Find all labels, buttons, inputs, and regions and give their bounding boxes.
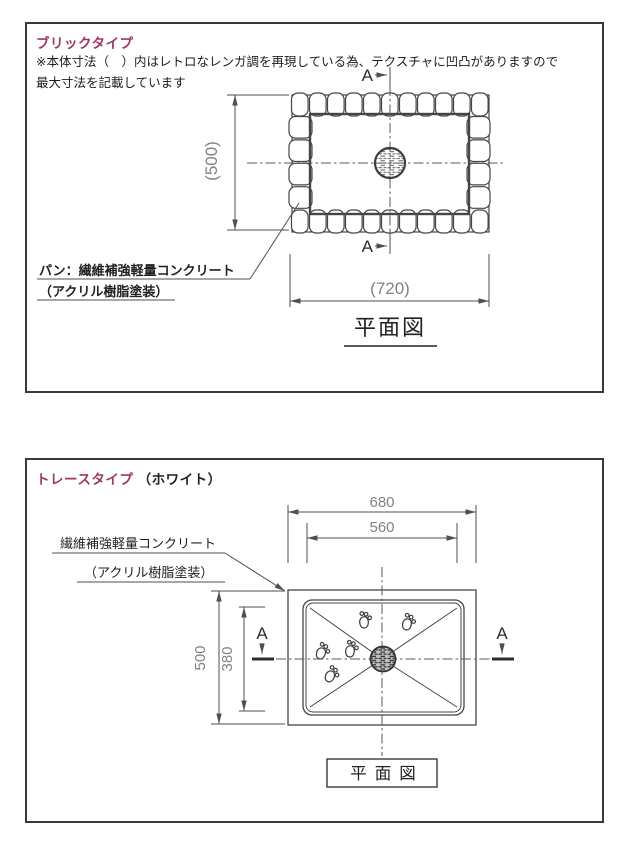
caption-box: [326, 758, 438, 788]
trace-type-panel: トレースタイプ （ホワイト）: [25, 458, 604, 823]
paw-prints: [314, 610, 418, 686]
brick-border: [288, 92, 491, 234]
section-label-left: A: [256, 624, 268, 643]
section-label-right: A: [496, 624, 508, 643]
plan-view-caption: 平面図: [354, 315, 426, 340]
drain-circle: [369, 645, 397, 673]
section-label-bottom: A: [362, 237, 374, 256]
dim-width-label: (720): [370, 279, 410, 298]
material-label-1: 繊維補強軽量コンクリート: [60, 536, 216, 551]
paw-print: [314, 641, 333, 662]
note-line-1: ※本体寸法（ ）内はレトロなレンガ調を再現している為、テクスチャに凹凸があります…: [36, 55, 559, 69]
paw-print: [358, 610, 373, 629]
dim-outer-width-label: 680: [369, 494, 394, 511]
note-line-2: 最大寸法を記載しています: [36, 76, 186, 90]
brick-pan-outline: [291, 94, 490, 233]
trace-title-text: トレースタイプ: [36, 472, 134, 487]
dim-height-label: (500): [202, 141, 221, 181]
material-label-1: パン：繊維補強軽量コンクリート: [39, 263, 235, 278]
brick-panel-title: ブリックタイプ: [36, 36, 134, 51]
slope-diagonals: [309, 607, 458, 708]
brick-basin-rect: [308, 112, 471, 216]
material-label-2: （アクリル樹脂塗装）: [39, 284, 168, 299]
material-label-2: （アクリル樹脂塗装）: [84, 565, 213, 580]
trace-plan-drawing: 680 560 500 380 A A 繊維補強軽量コンクリート: [52, 494, 514, 788]
paw-print: [322, 664, 342, 686]
plan-view-caption: 平面図: [350, 765, 424, 783]
trace-pan-outline: [287, 589, 477, 726]
leader-line: [249, 202, 300, 280]
brick-type-panel: ブリックタイプ ※本体寸法（ ）内はレトロなレンガ調を再現している為、テクスチャ…: [25, 22, 604, 393]
dim-inner-height-label: 380: [219, 646, 236, 671]
paw-print: [344, 639, 360, 659]
trace-basin-inner: [305, 602, 462, 713]
trace-title-suffix: （ホワイト）: [137, 472, 222, 487]
dim-outer-height-label: 500: [192, 645, 209, 670]
leader-line: [224, 552, 286, 592]
dim-inner-width-label: 560: [369, 519, 394, 536]
trace-panel-title: トレースタイプ （ホワイト）: [36, 468, 222, 488]
drain-circle: [373, 146, 407, 180]
paw-print: [400, 612, 418, 633]
trace-basin-outer: [302, 599, 465, 716]
brick-panel-note: ※本体寸法（ ）内はレトロなレンガ調を再現している為、テクスチャに凹凸があります…: [36, 52, 558, 94]
